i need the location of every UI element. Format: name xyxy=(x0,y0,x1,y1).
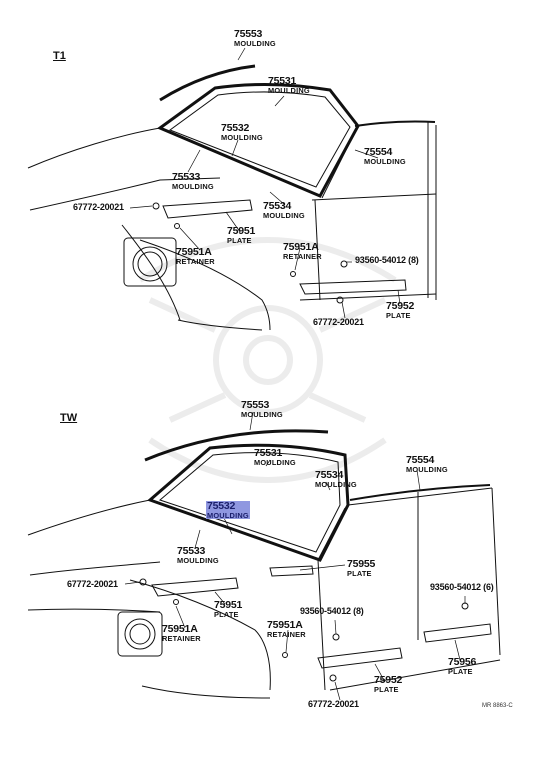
top-windshield xyxy=(156,64,436,199)
part-label-75951a-top-right[interactable]: 75951A RETAINER xyxy=(283,241,322,261)
watermark-emblem xyxy=(138,237,397,483)
part-label-67772-20021-bottom-b[interactable]: 67772-20021 xyxy=(308,699,359,709)
part-label-93560-54012-bottom-mid[interactable]: 93560-54012 (8) xyxy=(300,606,364,616)
part-label-75534-bottom[interactable]: 75534 MOULDING xyxy=(315,469,357,489)
part-label-67772-20021-top-a[interactable]: 67772-20021 xyxy=(73,202,124,212)
part-label-75955-bottom[interactable]: 75955 PLATE xyxy=(347,558,376,578)
top-leader-lines xyxy=(129,47,401,319)
part-label-75553-bottom[interactable]: 75553 MOULDING xyxy=(241,399,283,419)
drawing-code: MR 8863-C xyxy=(482,703,513,709)
part-label-75533-top[interactable]: 75533 MOULDING xyxy=(172,171,214,191)
part-label-75952-top[interactable]: 75952 PLATE xyxy=(386,300,415,320)
part-label-75951-bottom[interactable]: 75951 PLATE xyxy=(214,599,243,619)
section-label-tw: TW xyxy=(60,412,78,424)
part-label-75554-bottom[interactable]: 75554 MOULDING xyxy=(406,454,448,474)
bottom-leader-lines xyxy=(124,411,466,701)
part-label-75951a-bottom-left[interactable]: 75951A RETAINER xyxy=(162,623,201,643)
top-small-parts xyxy=(152,199,407,304)
part-label-67772-20021-bottom-a[interactable]: 67772-20021 xyxy=(67,579,118,589)
top-vehicle-outline xyxy=(27,122,437,331)
part-label-75531-bottom[interactable]: 75531 MOULDING xyxy=(254,447,296,467)
part-label-75951a-bottom-right[interactable]: 75951A RETAINER xyxy=(267,619,306,639)
part-label-75534-top[interactable]: 75534 MOULDING xyxy=(263,200,305,220)
bottom-vehicle-outline xyxy=(27,487,501,699)
part-label-75951-top[interactable]: 75951 PLATE xyxy=(227,225,256,245)
top-headlamp xyxy=(123,237,177,287)
part-label-93560-54012-top[interactable]: 93560-54012 (8) xyxy=(355,255,419,265)
bottom-small-parts xyxy=(139,565,492,682)
part-label-75533-bottom[interactable]: 75533 MOULDING xyxy=(177,545,219,565)
part-label-75951a-top-left[interactable]: 75951A RETAINER xyxy=(176,246,215,266)
part-label-75554-top[interactable]: 75554 MOULDING xyxy=(364,146,406,166)
part-label-75956-bottom[interactable]: 75956 PLATE xyxy=(448,656,477,676)
part-label-75952-bottom[interactable]: 75952 PLATE xyxy=(374,674,403,694)
bottom-windshield xyxy=(144,429,491,562)
part-label-75532-top[interactable]: 75532 MOULDING xyxy=(221,122,263,142)
part-label-75553-top[interactable]: 75553 MOULDING xyxy=(234,28,276,48)
part-label-67772-20021-top-b[interactable]: 67772-20021 xyxy=(313,317,364,327)
section-label-t1: T1 xyxy=(53,50,66,62)
part-label-93560-54012-bottom-right[interactable]: 93560-54012 (6) xyxy=(430,582,494,592)
part-label-75531-top[interactable]: 75531 MOULDING xyxy=(268,75,310,95)
bottom-headlamp xyxy=(117,611,163,657)
part-label-75532-bottom-highlighted[interactable]: 75532 MOULDING xyxy=(206,500,250,520)
